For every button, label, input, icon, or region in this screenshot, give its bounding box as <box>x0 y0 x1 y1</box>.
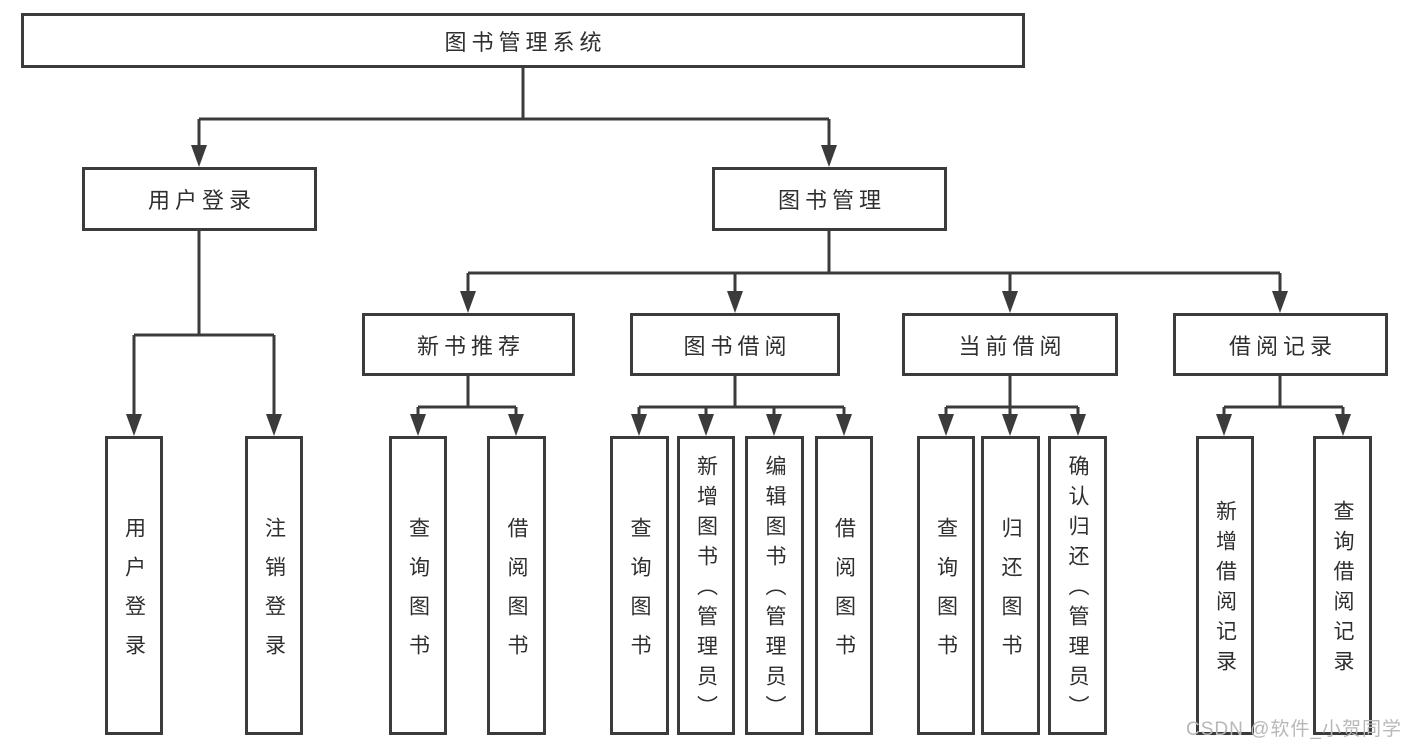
node-new-book-recommendation: 新书推荐 <box>362 313 575 376</box>
node-label: 图书借阅 <box>683 333 792 359</box>
node-label: 图书管理 <box>777 188 886 213</box>
leaf-add-borrow-record: 新增借阅记录 <box>1196 436 1254 735</box>
leaf-add-book-admin: 新增图书（管理员） <box>677 436 735 735</box>
node-book-borrowing: 图书借阅 <box>630 313 840 376</box>
leaf-query-books-current: 查询图书 <box>917 436 975 735</box>
node-label: 用户登录 <box>147 188 256 213</box>
leaf-query-books-borrow: 查询图书 <box>610 436 669 735</box>
leaf-borrow-books-recommend: 借阅图书 <box>487 436 546 735</box>
node-label: 注销登录 <box>262 516 286 673</box>
node-label: 当前借阅 <box>958 333 1067 359</box>
leaf-confirm-return-admin: 确认归还（管理员） <box>1048 436 1107 735</box>
node-current-borrowing: 当前借阅 <box>902 313 1118 376</box>
leaf-query-borrow-record: 查询借阅记录 <box>1313 436 1372 735</box>
node-borrowing-records: 借阅记录 <box>1173 313 1388 376</box>
node-label: 借阅图书 <box>505 516 528 673</box>
node-label: 借阅图书 <box>832 516 856 673</box>
leaf-return-books: 归还图书 <box>981 436 1040 735</box>
leaf-borrow-books-borrow: 借阅图书 <box>815 436 873 735</box>
node-label: 新增图书（管理员） <box>694 455 718 725</box>
node-label: 编辑图书（管理员） <box>763 455 786 725</box>
node-label: 查询图书 <box>934 516 958 673</box>
node-label: 查询图书 <box>406 516 430 673</box>
node-library-management-system: 图书管理系统 <box>21 13 1025 68</box>
node-label: 查询图书 <box>628 516 651 673</box>
leaf-query-books-recommend: 查询图书 <box>389 436 447 735</box>
leaf-user-login: 用户登录 <box>105 436 163 735</box>
node-label: 查询借阅记录 <box>1331 500 1354 680</box>
node-label: 归还图书 <box>999 516 1022 673</box>
node-label: 借阅记录 <box>1228 333 1337 359</box>
node-book-management: 图书管理 <box>712 167 947 231</box>
node-label: 图书管理系统 <box>444 29 607 55</box>
leaf-logout: 注销登录 <box>245 436 303 735</box>
node-label: 新增借阅记录 <box>1213 500 1237 680</box>
leaf-edit-book-admin: 编辑图书（管理员） <box>745 436 804 735</box>
node-label: 新书推荐 <box>416 333 525 359</box>
node-label: 用户登录 <box>122 516 146 673</box>
node-user-login: 用户登录 <box>82 167 317 231</box>
node-label: 确认归还（管理员） <box>1066 455 1089 725</box>
watermark: CSDN @软件_小贺同学 <box>1186 719 1402 740</box>
